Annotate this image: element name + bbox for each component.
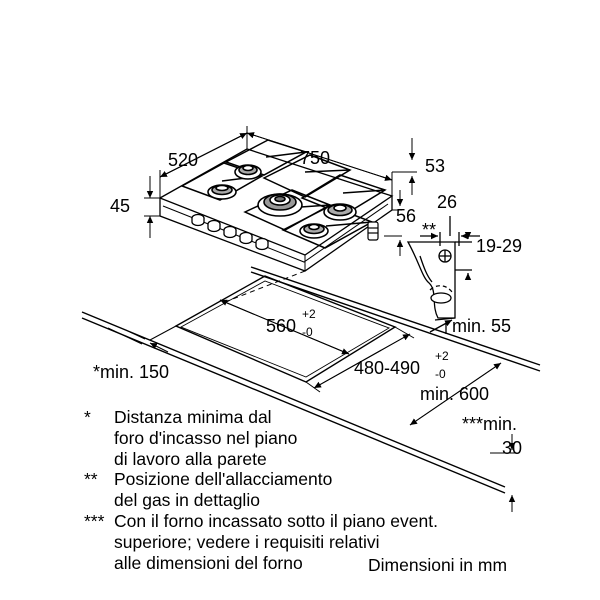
dim-gas-detail-width: 26 [437, 192, 457, 212]
dim-hob-width: 750 [300, 148, 330, 168]
burner-front-right [323, 203, 357, 221]
dim-min-55: min. 55 [452, 316, 511, 336]
dim-min-150: *min. 150 [93, 362, 169, 382]
dim-min-30-prefix: ***min. [462, 414, 517, 434]
note-marker: *** [84, 511, 105, 531]
dim-hob-depth: 520 [168, 150, 198, 170]
knob [191, 213, 205, 227]
knob [255, 237, 269, 251]
note-line: foro d'incasso nel piano [114, 428, 298, 448]
note-line: superiore; vedere i requisiti relativi [114, 532, 380, 552]
dim-min-30-value: 30 [502, 438, 522, 458]
burner-rear-left [207, 184, 237, 200]
countertop-dimension-lines [107, 299, 516, 512]
gas-connection-detail [406, 216, 480, 334]
note-marker: * [84, 407, 91, 427]
control-knobs [191, 213, 269, 251]
units-caption: Dimensioni in mm [368, 555, 508, 575]
gas-inlet-pipe [367, 221, 379, 241]
burner-wok [257, 193, 303, 217]
note-marker: ** [84, 469, 98, 489]
note-line: Posizione dell'allacciamento [114, 469, 333, 489]
dim-hob-height: 45 [110, 196, 130, 216]
burner-rear-middle [234, 164, 262, 180]
dim-gas-inlet-offset: 53 [425, 156, 445, 176]
burners [207, 164, 357, 239]
dim-cutout-depth: 480-490 [354, 358, 420, 378]
knob [207, 219, 221, 233]
countertop [81, 266, 541, 494]
dim-cutout-depth-tol-plus: +2 [435, 349, 449, 363]
hob-dimension-lines [144, 126, 417, 256]
dim-cutout-depth-tol-minus: -0 [435, 367, 446, 381]
note-gas-connection: ** Posizione dell'allacciamento del gas … [84, 469, 444, 511]
note-min-distance: * Distanza minima dal foro d'incasso nel… [84, 407, 444, 470]
knob [223, 225, 237, 239]
burner-front-middle [299, 223, 329, 239]
dim-cutout-width-tol-plus: +2 [302, 307, 316, 321]
dim-min-600: min. 600 [420, 384, 489, 404]
detail-marker: ** [422, 220, 436, 240]
note-line: alle dimensioni del forno [114, 553, 303, 573]
note-line: di lavoro alla parete [114, 449, 267, 469]
gas-hob [158, 139, 394, 272]
note-oven-below: *** Con il forno incassato sotto il pian… [84, 511, 514, 574]
note-line: Distanza minima dal [114, 407, 272, 427]
knob [239, 231, 253, 245]
note-line: del gas in dettaglio [114, 490, 260, 510]
dim-gas-detail-height: 19-29 [476, 236, 522, 256]
note-line: Con il forno incassato sotto il piano ev… [114, 511, 438, 531]
dim-inlet-height: 56 [396, 206, 416, 226]
dim-cutout-width-tol-minus: -0 [302, 325, 313, 339]
dim-cutout-width: 560 [266, 316, 296, 336]
